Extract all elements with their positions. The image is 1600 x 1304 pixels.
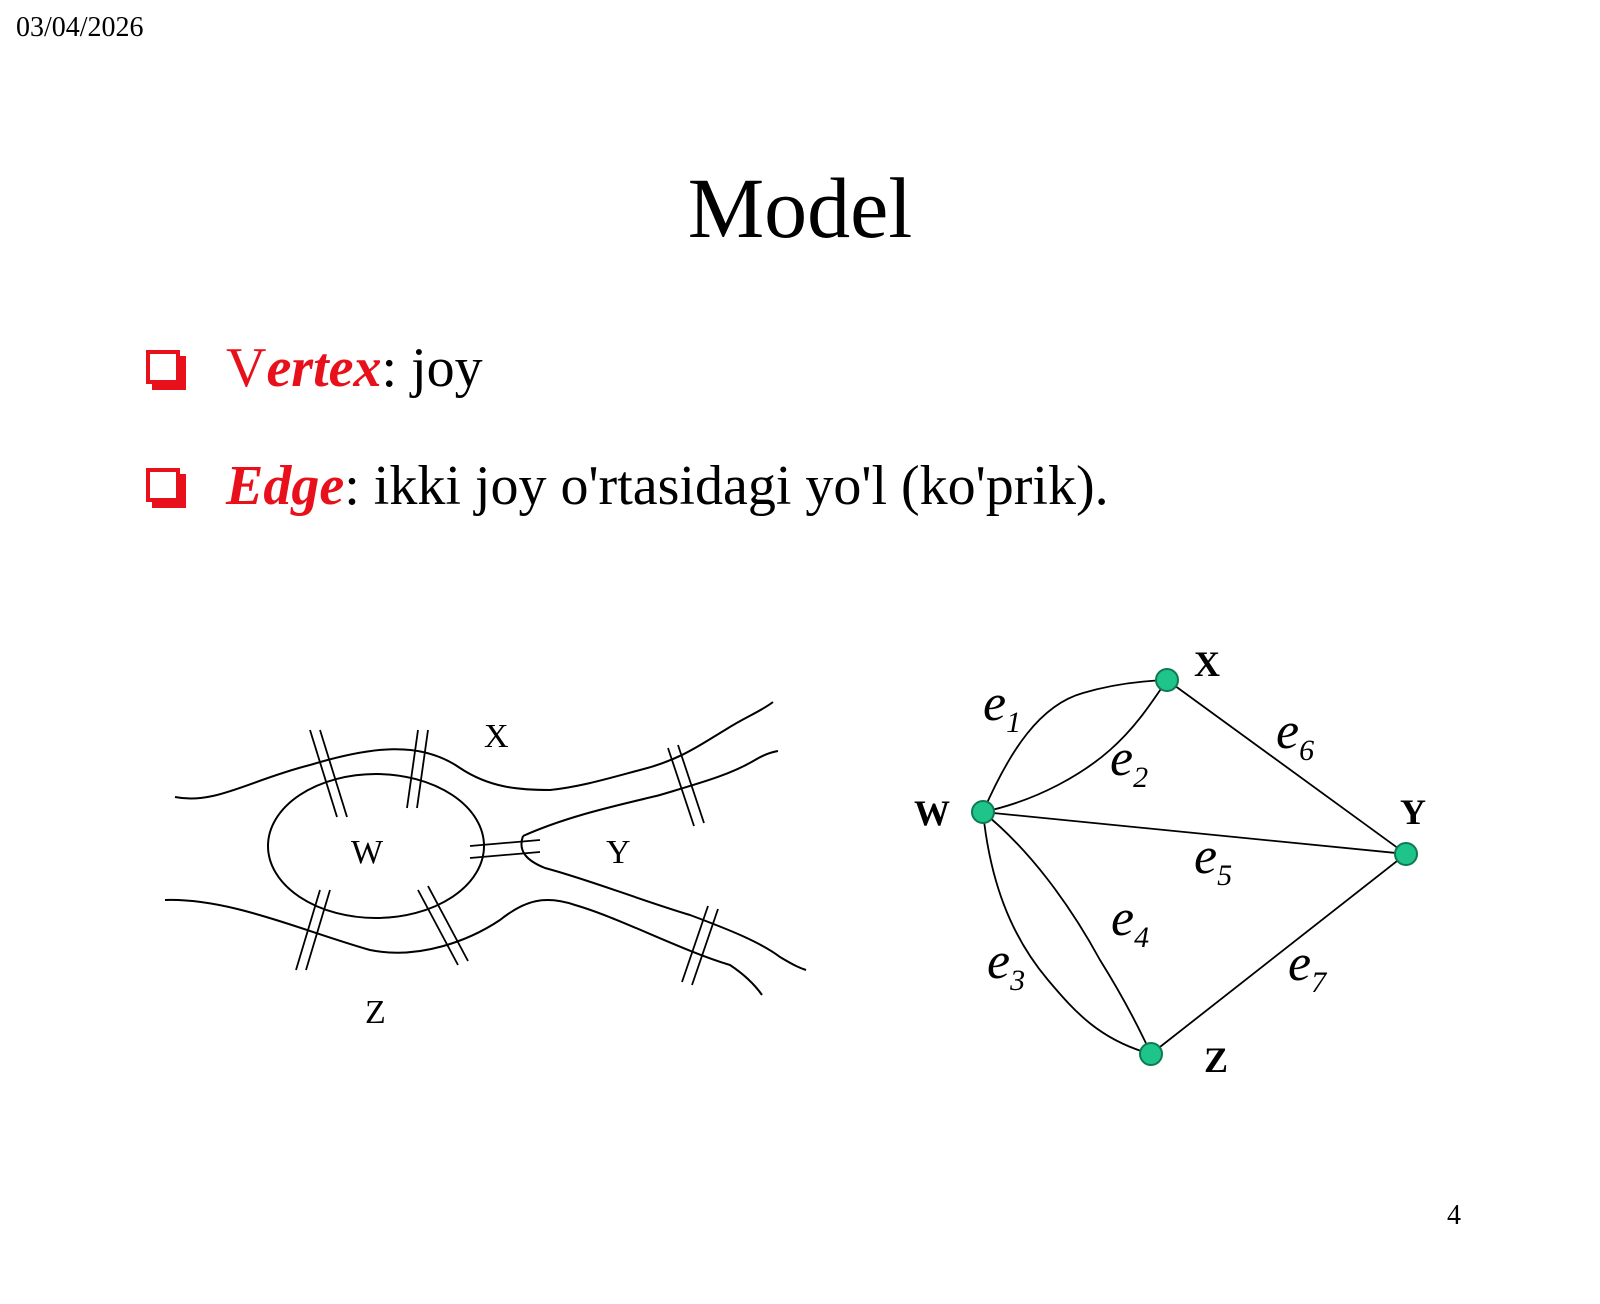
map-label-x: X (484, 718, 509, 755)
island-w (267, 773, 485, 919)
checkbox-bullet-icon (146, 468, 180, 502)
edge-label-e7: e7 (1288, 935, 1328, 999)
edge-e5 (982, 811, 1407, 855)
edge-label-e4: e4 (1111, 890, 1149, 954)
bullet-vertex-text: Vertex: joy (226, 336, 483, 400)
edge-e6 (1166, 679, 1407, 855)
node-labels: X W Y Z (914, 644, 1426, 1080)
bridge-map-diagram: X W Y Z (164, 701, 807, 1031)
north-bank (174, 701, 774, 800)
vertex-term: ertex (266, 337, 382, 399)
node-z (1139, 1042, 1163, 1066)
map-label-w: W (351, 834, 384, 871)
node-label-w: W (914, 793, 950, 833)
edge-definition: : ikki joy o'rtasidagi yo'l (ko'prik). (344, 455, 1109, 517)
edge-label-e5: e5 (1194, 828, 1232, 892)
edge-e7 (1150, 853, 1407, 1055)
edge-term: Edge (226, 455, 345, 517)
graph-nodes (971, 668, 1418, 1066)
edge-label-e6: e6 (1276, 703, 1314, 767)
map-label-y: Y (606, 834, 631, 871)
south-branch-upper-bank (520, 835, 807, 971)
map-label-z: Z (365, 994, 386, 1031)
graph-edges (982, 679, 1407, 1055)
bullet-edge-text: Edge: ikki joy o'rtasidagi yo'l (ko'prik… (226, 454, 1109, 518)
slide-title: Model (687, 160, 913, 256)
edge-labels: e1 e2 e3 e4 e5 e6 e7 (983, 675, 1328, 999)
edge-e4 (982, 811, 1152, 1055)
slide-date: 03/04/2026 (16, 12, 144, 43)
graph-diagram: X W Y Z e1 e2 e3 e4 e5 e6 e7 (914, 644, 1426, 1080)
vertex-definition: : joy (381, 337, 483, 399)
edge-e1 (982, 679, 1168, 813)
edge-label-e2: e2 (1110, 730, 1148, 794)
vertex-initial: V (226, 337, 267, 399)
south-bank (164, 898, 763, 996)
node-label-x: X (1194, 644, 1220, 684)
map-labels: X W Y Z (351, 718, 631, 1031)
node-w (971, 800, 995, 824)
edge-e2 (982, 679, 1168, 813)
node-label-y: Y (1400, 792, 1426, 832)
bridges (295, 729, 719, 986)
node-x (1155, 668, 1179, 692)
node-y (1394, 842, 1418, 866)
edge-label-e3: e3 (987, 933, 1025, 997)
checkbox-bullet-icon (146, 350, 180, 384)
page-number: 4 (1447, 1200, 1461, 1231)
edge-e3 (982, 811, 1152, 1055)
node-label-z: Z (1204, 1040, 1228, 1080)
edge-label-e1: e1 (983, 675, 1021, 739)
north-branch-lower-bank (522, 750, 779, 837)
